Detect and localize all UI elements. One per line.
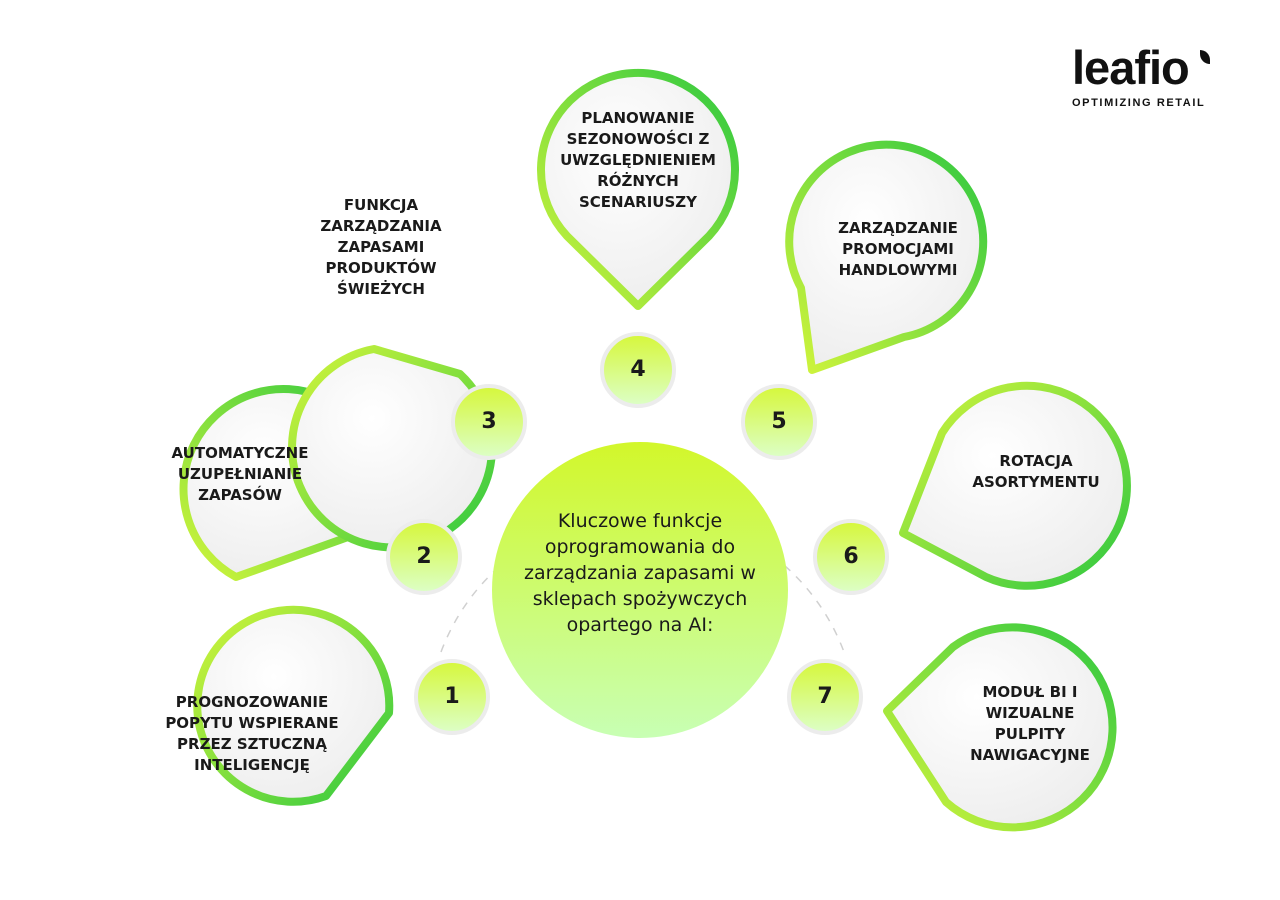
number-label-4: 4 xyxy=(630,357,646,382)
brand-name: leafio xyxy=(1072,41,1190,94)
bubble-label-5: ZARZĄDZANIE PROMOCJAMI HANDLOWYMI xyxy=(838,219,958,279)
number-circle-6 xyxy=(813,519,889,595)
bubble-7 xyxy=(883,623,1117,832)
number-circle-2 xyxy=(386,519,462,595)
number-label-3: 3 xyxy=(481,409,497,434)
center-title: Kluczowe funkcje oprogramowania do zarzą… xyxy=(524,510,756,636)
number-label-2: 2 xyxy=(416,544,432,569)
bubble-label-4: PLANOWANIE SEZONOWOŚCI Z UWZGLĘDNIENIEM … xyxy=(560,109,716,211)
bubble-5 xyxy=(785,140,988,374)
number-circle-5 xyxy=(741,384,817,460)
center-circle xyxy=(492,442,788,738)
bubble-label-1: PROGNOZOWANIE POPYTU WSPIERANE PRZEZ SZT… xyxy=(165,693,339,774)
number-circle-3 xyxy=(451,384,527,460)
bubble-1 xyxy=(193,605,394,806)
bubble-label-2: AUTOMATYCZNE UZUPEŁNIANIE ZAPASÓW xyxy=(171,444,309,504)
bubble-label-7: MODUŁ BI I WIZUALNE PULPITY NAWIGACYJNE xyxy=(970,683,1090,764)
number-label-1: 1 xyxy=(444,684,460,709)
brand-logo: leafio OPTIMIZING RETAIL xyxy=(1072,44,1222,109)
number-circle-4 xyxy=(600,332,676,408)
number-circle-7 xyxy=(787,659,863,735)
number-label-6: 6 xyxy=(843,544,859,569)
bubble-label-3: FUNKCJA ZARZĄDZANIA ZAPASAMI PRODUKTÓW Ś… xyxy=(320,196,442,298)
bubble-label-6: ROTACJA ASORTYMENTU xyxy=(972,452,1100,491)
bubble-4 xyxy=(537,68,739,310)
number-label-5: 5 xyxy=(771,409,787,434)
brand-tagline: OPTIMIZING RETAIL xyxy=(1072,97,1206,109)
number-label-7: 7 xyxy=(817,684,833,709)
bubble-6 xyxy=(899,381,1131,590)
leaf-icon xyxy=(1200,50,1210,64)
number-circle-1 xyxy=(414,659,490,735)
